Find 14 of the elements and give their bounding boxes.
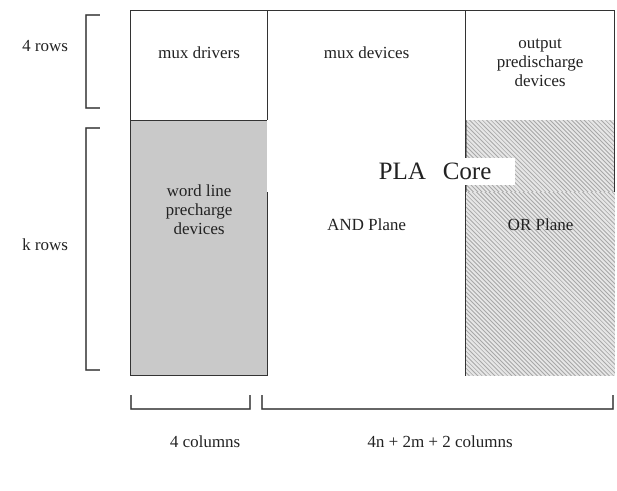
output-predischarge-block	[465, 10, 615, 121]
or-plane-block	[465, 192, 615, 376]
dimension-label: k rows	[21, 235, 69, 254]
word-line-precharge-block	[130, 120, 268, 376]
dimension-label: 4n + 2m + 2 columns	[366, 432, 514, 451]
mux-drivers-block	[130, 10, 268, 121]
dimension-label: 4 rows	[21, 36, 69, 55]
block-label: word line precharge devices	[164, 181, 234, 238]
block-label: output predischarge devices	[496, 33, 584, 90]
block-label: AND Plane	[326, 215, 407, 234]
block-label: mux drivers	[157, 43, 241, 62]
block-label: OR Plane	[506, 215, 574, 234]
dimension-label: 4 columns	[168, 432, 242, 451]
block-label: mux devices	[322, 43, 410, 62]
